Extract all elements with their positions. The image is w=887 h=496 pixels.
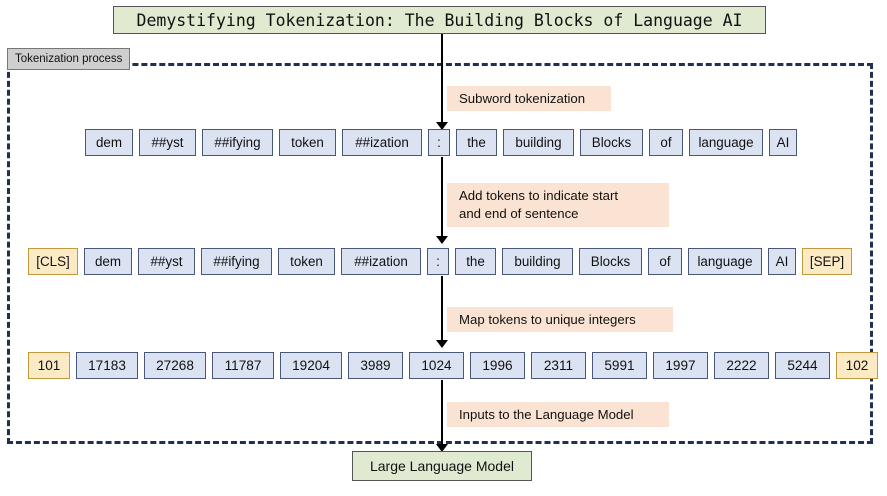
token-box[interactable]: Blocks [580, 129, 643, 156]
token-id-box[interactable]: 5991 [592, 352, 647, 379]
token-id-box-cls[interactable]: 101 [28, 352, 70, 379]
arrow-special-to-ids [441, 276, 443, 344]
token-box[interactable]: Blocks [579, 248, 642, 275]
token-box-cls[interactable]: [CLS] [28, 248, 78, 275]
token-box[interactable]: the [455, 248, 496, 275]
arrowhead-title-to-subword [436, 122, 448, 130]
token-box[interactable]: AI [769, 129, 797, 156]
token-box[interactable]: of [649, 129, 683, 156]
token-box[interactable]: token [279, 129, 336, 156]
page-title: Demystifying Tokenization: The Building … [113, 6, 766, 34]
note-line-1: Map tokens to unique integers [459, 311, 636, 327]
token-box-sep[interactable]: [SEP] [802, 248, 852, 275]
token-row-subword: dem ##yst ##ifying token ##ization : the… [85, 129, 797, 156]
arrowhead-ids-to-llm [436, 444, 448, 452]
token-box[interactable]: language [688, 248, 762, 275]
token-box[interactable]: : [427, 248, 449, 275]
token-box[interactable]: language [689, 129, 763, 156]
token-box[interactable]: the [456, 129, 497, 156]
token-box[interactable]: token [278, 248, 335, 275]
token-box[interactable]: AI [768, 248, 796, 275]
arrow-subword-to-special [441, 157, 443, 240]
token-box[interactable]: ##yst [138, 248, 195, 275]
token-box[interactable]: ##ifying [201, 248, 272, 275]
token-box[interactable]: : [428, 129, 450, 156]
large-language-model-box: Large Language Model [352, 451, 532, 481]
token-box[interactable]: ##ifying [202, 129, 273, 156]
token-row-ids: 101 17183 27268 11787 19204 3989 1024 19… [28, 352, 878, 379]
note-subword-tokenization: Subword tokenization [447, 86, 611, 111]
token-id-box[interactable]: 1997 [653, 352, 708, 379]
token-box[interactable]: dem [84, 248, 132, 275]
arrowhead-subword-to-special [436, 236, 448, 244]
token-box[interactable]: ##yst [139, 129, 196, 156]
note-line-2: and end of sentence [459, 206, 579, 221]
token-box[interactable]: of [648, 248, 682, 275]
note-line-1: Subword tokenization [459, 90, 586, 106]
token-row-special-tokens: [CLS] dem ##yst ##ifying token ##ization… [28, 248, 852, 275]
token-box[interactable]: building [503, 129, 574, 156]
token-id-box-sep[interactable]: 102 [836, 352, 878, 379]
note-add-special-tokens: Add tokens to indicate start and end of … [447, 183, 669, 227]
note-line-1: Add tokens to indicate start [459, 188, 619, 203]
token-box[interactable]: ##ization [342, 129, 422, 156]
note-map-tokens-to-integers: Map tokens to unique integers [447, 307, 673, 332]
token-id-box[interactable]: 1996 [470, 352, 525, 379]
arrow-ids-to-llm [441, 380, 443, 448]
token-id-box[interactable]: 17183 [76, 352, 138, 379]
arrow-title-to-subword [441, 34, 443, 137]
token-box[interactable]: dem [85, 129, 133, 156]
token-id-box[interactable]: 1024 [409, 352, 464, 379]
token-id-box[interactable]: 11787 [212, 352, 274, 379]
tokenization-process-label: Tokenization process [7, 48, 131, 70]
note-inputs-to-language-model: Inputs to the Language Model [447, 402, 669, 427]
token-id-box[interactable]: 27268 [144, 352, 206, 379]
token-id-box[interactable]: 2222 [714, 352, 769, 379]
token-id-box[interactable]: 5244 [775, 352, 830, 379]
tokenization-process-container [7, 63, 873, 444]
token-box[interactable]: ##ization [341, 248, 421, 275]
token-id-box[interactable]: 3989 [348, 352, 403, 379]
token-id-box[interactable]: 19204 [280, 352, 342, 379]
note-line-1: Inputs to the Language Model [459, 406, 634, 422]
arrowhead-special-to-ids [436, 340, 448, 348]
token-id-box[interactable]: 2311 [531, 352, 586, 379]
token-box[interactable]: building [502, 248, 573, 275]
